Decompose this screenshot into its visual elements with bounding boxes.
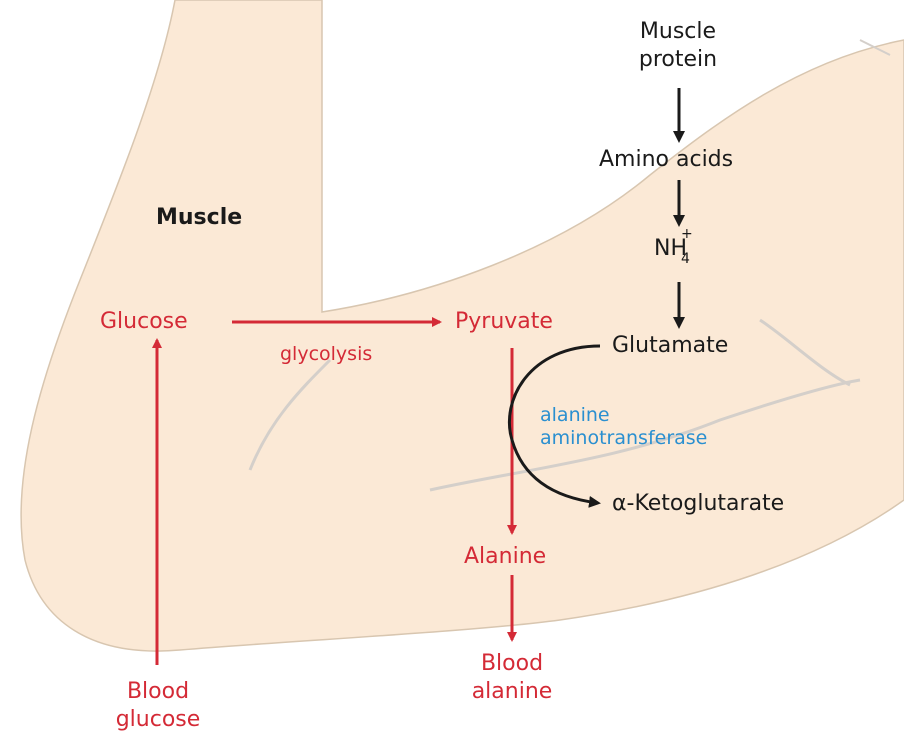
ammonium-label: NH + 4: [654, 236, 687, 261]
blood-glucose-line-2: glucose: [98, 706, 218, 734]
glutamate-label: Glutamate: [612, 332, 728, 360]
enzyme-line-2: aminotransferase: [540, 427, 707, 450]
pyruvate-label: Pyruvate: [455, 308, 553, 336]
ammonium-subscript: 4: [681, 251, 690, 267]
muscle-protein-line-1: Muscle: [618, 18, 738, 46]
blood-alanine-label: Blood alanine: [452, 650, 572, 706]
amino-acids-label: Amino acids: [599, 146, 733, 174]
alpha-ketoglutarate-label: α-Ketoglutarate: [612, 490, 784, 518]
enzyme-label: alanine aminotransferase: [540, 404, 707, 450]
glycolysis-label: glycolysis: [280, 340, 372, 368]
muscle-label: Muscle: [156, 204, 242, 232]
blood-glucose-label: Blood glucose: [98, 678, 218, 734]
glucose-label: Glucose: [100, 308, 188, 336]
blood-alanine-line-2: alanine: [452, 678, 572, 706]
alanine-label: Alanine: [464, 543, 546, 571]
blood-alanine-line-1: Blood: [452, 650, 572, 678]
ammonium-charge: +: [681, 226, 693, 242]
muscle-protein-line-2: protein: [618, 46, 738, 74]
blood-glucose-line-1: Blood: [98, 678, 218, 706]
muscle-protein-label: Muscle protein: [618, 18, 738, 74]
enzyme-line-1: alanine: [540, 404, 707, 427]
